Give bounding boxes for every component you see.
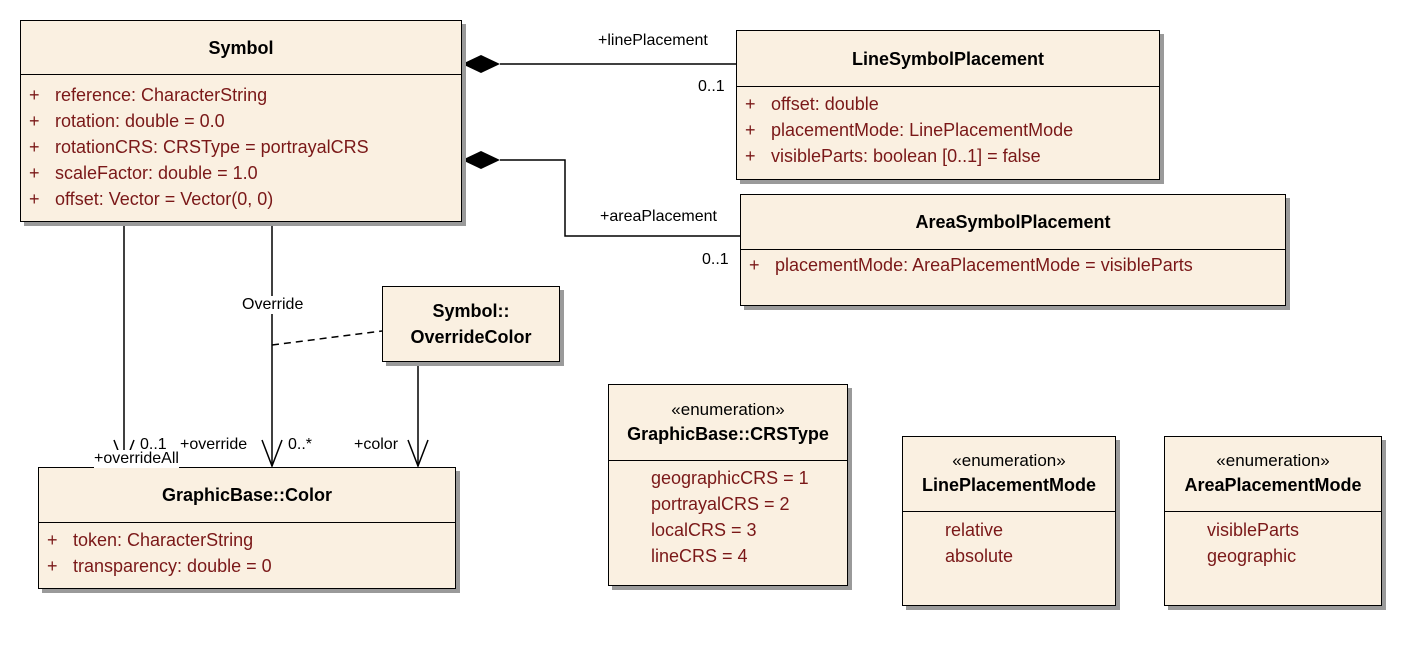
override-all-multiplicity: 0..1 xyxy=(140,436,167,453)
line-symbol-placement-class[interactable]: LineSymbolPlacement +offset: double +pla… xyxy=(736,30,1160,180)
line-placement-mode-stereotype: «enumeration» xyxy=(952,451,1066,470)
symbol-attributes: +reference: CharacterString +rotation: d… xyxy=(21,75,461,212)
attribute-row: +token: CharacterString xyxy=(47,530,254,550)
color-class-header: GraphicBase::Color xyxy=(39,468,455,523)
color-attributes: +token: CharacterString +transparency: d… xyxy=(39,523,455,579)
area-placement-composition-diamond xyxy=(462,151,500,169)
line-placement-mode-header: «enumeration» LinePlacementMode xyxy=(903,437,1115,512)
area-symbol-placement-header: AreaSymbolPlacement xyxy=(741,195,1285,250)
override-arrowhead xyxy=(261,439,283,469)
color-arrowhead xyxy=(407,439,429,469)
line-placement-role-label: +linePlacement xyxy=(598,32,708,49)
attribute-row: +transparency: double = 0 xyxy=(47,556,272,576)
attribute-row: +offset: Vector = Vector(0, 0) xyxy=(29,189,274,209)
enum-literal: geographicCRS = 1 xyxy=(651,468,809,488)
enum-literal: absolute xyxy=(945,546,1014,566)
override-association-label: Override xyxy=(242,296,304,314)
line-symbol-placement-attributes: +offset: double +placementMode: LinePlac… xyxy=(737,87,1159,169)
area-symbol-placement-class[interactable]: AreaSymbolPlacement +placementMode: Area… xyxy=(740,194,1286,306)
attribute-row: +placementMode: AreaPlacementMode = visi… xyxy=(749,255,1193,275)
override-color-header: Symbol:: OverrideColor xyxy=(383,287,559,360)
line-placement-mode-literals: relative absolute xyxy=(903,512,1115,569)
line-placement-mode-enumeration[interactable]: «enumeration» LinePlacementMode relative… xyxy=(902,436,1116,606)
color-class-name: GraphicBase::Color xyxy=(161,485,333,505)
enum-literal: portrayalCRS = 2 xyxy=(651,494,790,514)
override-color-name-line1: Symbol:: xyxy=(432,300,510,321)
area-placement-mode-literals: visibleParts geographic xyxy=(1165,512,1381,569)
override-all-role-label: +overrideAll xyxy=(94,450,179,468)
line-symbol-placement-header: LineSymbolPlacement xyxy=(737,31,1159,87)
line-placement-composition-diamond xyxy=(462,55,500,73)
attribute-row: +rotationCRS: CRSType = portrayalCRS xyxy=(29,137,369,157)
association-class-dashed-link xyxy=(271,330,383,346)
override-multiplicity: 0..* xyxy=(288,436,313,453)
enum-literal: geographic xyxy=(1207,546,1297,566)
enum-literal: relative xyxy=(945,520,1004,540)
attribute-row: +placementMode: LinePlacementMode xyxy=(745,120,1074,140)
area-placement-role-label: +areaPlacement xyxy=(600,208,717,225)
area-placement-mode-name: AreaPlacementMode xyxy=(1184,475,1362,495)
attribute-row: +visibleParts: boolean [0..1] = false xyxy=(745,146,1041,166)
attribute-row: +rotation: double = 0.0 xyxy=(29,111,225,131)
override-color-name-line2: OverrideColor xyxy=(410,326,532,347)
area-placement-mode-stereotype: «enumeration» xyxy=(1216,451,1330,470)
attribute-row: +offset: double xyxy=(745,94,879,114)
color-class[interactable]: GraphicBase::Color +token: CharacterStri… xyxy=(38,467,456,589)
override-color-association-class[interactable]: Symbol:: OverrideColor xyxy=(382,286,560,362)
crs-type-literals: geographicCRS = 1 portrayalCRS = 2 local… xyxy=(609,461,847,569)
area-symbol-placement-name: AreaSymbolPlacement xyxy=(915,212,1111,232)
line-placement-multiplicity: 0..1 xyxy=(698,78,725,95)
attribute-row: +scaleFactor: double = 1.0 xyxy=(29,163,258,183)
symbol-class-header: Symbol xyxy=(21,21,461,75)
area-placement-association xyxy=(500,159,740,237)
area-symbol-placement-attributes: +placementMode: AreaPlacementMode = visi… xyxy=(741,250,1285,278)
symbol-class[interactable]: Symbol +reference: CharacterString +rota… xyxy=(20,20,462,222)
line-symbol-placement-name: LineSymbolPlacement xyxy=(851,48,1045,69)
color-role-label: +color xyxy=(354,436,399,453)
enum-literal: visibleParts xyxy=(1207,520,1300,540)
crs-type-name: GraphicBase::CRSType xyxy=(627,423,829,444)
line-placement-mode-name: LinePlacementMode xyxy=(921,475,1097,495)
area-placement-multiplicity: 0..1 xyxy=(702,251,729,268)
crs-type-stereotype: «enumeration» xyxy=(671,399,785,419)
crs-type-enumeration[interactable]: «enumeration» GraphicBase::CRSType geogr… xyxy=(608,384,848,586)
area-placement-mode-enumeration[interactable]: «enumeration» AreaPlacementMode visibleP… xyxy=(1164,436,1382,606)
attribute-row: +reference: CharacterString xyxy=(29,85,268,105)
override-role-label: +override xyxy=(180,436,248,453)
enum-literal: localCRS = 3 xyxy=(651,520,757,540)
enum-literal: lineCRS = 4 xyxy=(651,546,748,566)
crs-type-header: «enumeration» GraphicBase::CRSType xyxy=(609,385,847,461)
symbol-class-name: Symbol xyxy=(208,37,274,58)
area-placement-mode-header: «enumeration» AreaPlacementMode xyxy=(1165,437,1381,512)
